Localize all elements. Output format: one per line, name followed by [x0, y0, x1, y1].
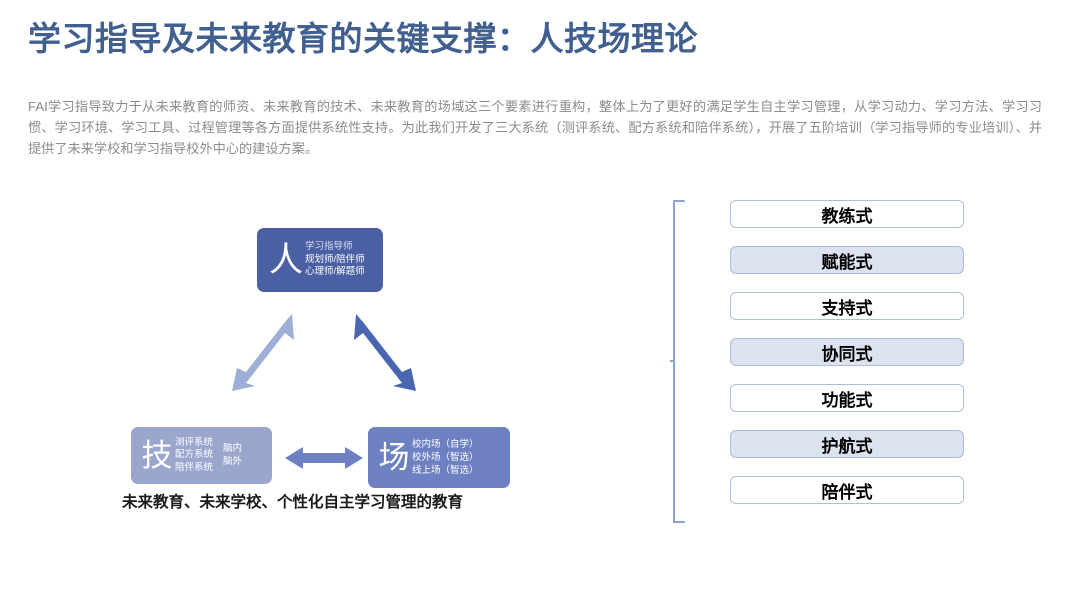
- node-chang-line-1: 校内场（自学）: [412, 439, 479, 450]
- node-ji-line-2: 配方系统: [175, 449, 214, 461]
- node-chang-glyph: 场: [378, 440, 410, 475]
- diagram-node-ji: 技 测评系统 配方系统 陪伴系统 脑内 脑外: [131, 427, 272, 484]
- list-item-collaborate[interactable]: 协同式: [730, 338, 964, 366]
- node-chang-line-3: 线上场（智选）: [412, 465, 479, 476]
- list-item-coach[interactable]: 教练式: [730, 200, 964, 228]
- ren-ji-double-arrow-icon: [232, 314, 294, 391]
- style-list-panel: 教练式 赋能式 支持式 协同式 功能式 护航式 陪伴式: [660, 180, 1080, 540]
- node-ren-line-2: 规划师/陪伴师: [305, 253, 365, 265]
- node-ji-side-line-1: 脑内: [223, 443, 243, 454]
- node-ji-line-3: 陪伴系统: [175, 461, 214, 473]
- node-ren-glyph: 人: [269, 241, 303, 279]
- ji-chang-double-arrow-icon: [285, 447, 363, 469]
- page-title: 学习指导及未来教育的关键支撑：人技场理论: [28, 20, 698, 57]
- list-item-function[interactable]: 功能式: [730, 384, 964, 412]
- node-ren-lines: 学习指导师 规划师/陪伴师 心理师/解题师: [305, 241, 365, 279]
- list-item-support[interactable]: 支持式: [730, 292, 964, 320]
- node-ji-lines: 测评系统 配方系统 陪伴系统 脑内 脑外: [175, 437, 242, 475]
- node-ji-glyph: 技: [141, 438, 173, 473]
- list-item-companion[interactable]: 陪伴式: [730, 476, 964, 504]
- node-ji-side-line-2: 脑外: [223, 455, 243, 467]
- diagram-node-chang: 场 校内场（自学） 校外场（智选） 线上场（智选）: [368, 427, 510, 488]
- node-ren-line-1: 学习指导师: [305, 241, 353, 253]
- diagram-node-ren: 人 学习指导师 规划师/陪伴师 心理师/解题师: [257, 228, 383, 292]
- list-item-escort[interactable]: 护航式: [730, 430, 964, 458]
- list-item-empower[interactable]: 赋能式: [730, 246, 964, 274]
- intro-paragraph: FAI学习指导致力于从未来教育的师资、未来教育的技术、未来教育的场域这三个要素进…: [28, 99, 1042, 156]
- node-ren-line-3: 心理师/解题师: [305, 266, 365, 278]
- diagram-caption: 未来教育、未来学校、个性化自主学习管理的教育: [122, 494, 464, 511]
- style-list: 教练式 赋能式 支持式 协同式 功能式 护航式 陪伴式: [730, 200, 964, 504]
- node-ji-line-1: 测评系统: [175, 436, 214, 448]
- node-chang-lines: 校内场（自学） 校外场（智选） 线上场（智选）: [412, 438, 479, 477]
- left-brace-icon: [670, 200, 685, 523]
- node-chang-line-2: 校外场（智选）: [412, 452, 479, 463]
- ren-chang-double-arrow-icon: [354, 314, 416, 391]
- ren-ji-chang-diagram: 人 学习指导师 规划师/陪伴师 心理师/解题师 技 测评系统 配方系统 陪伴系统…: [0, 180, 660, 540]
